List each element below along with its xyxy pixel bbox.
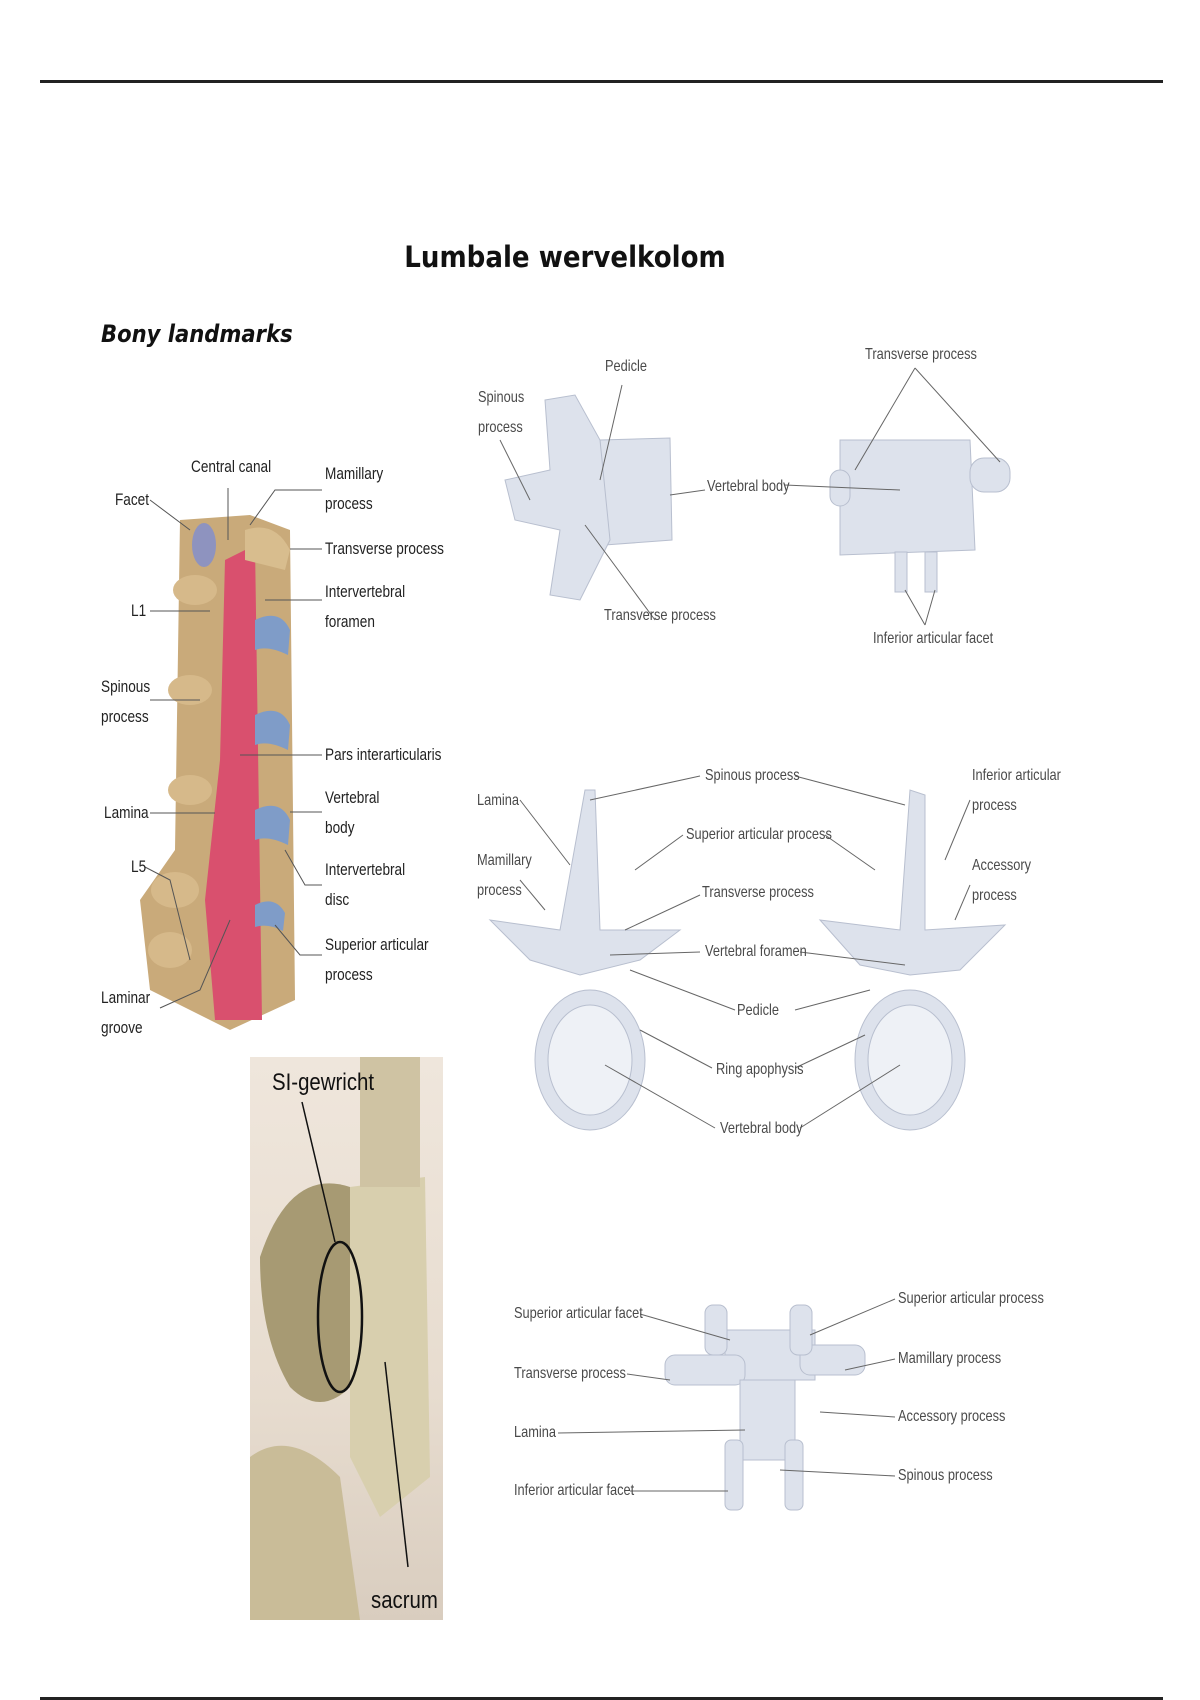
label-inferior-articular-facet: Inferior articular facet bbox=[873, 630, 994, 647]
header-rule bbox=[40, 80, 1163, 83]
label-inferior-articular-facet: Inferior articular facet bbox=[514, 1482, 635, 1499]
label-superior-articular-process: Superior articular process bbox=[686, 826, 832, 843]
label-transverse-process: Transverse process bbox=[514, 1365, 626, 1382]
label-inferior-articular-process: Inferior articular process bbox=[972, 767, 1061, 814]
label-accessory-process: Accessory process bbox=[972, 857, 1032, 904]
label-ring-apophysis: Ring apophysis bbox=[716, 1061, 804, 1078]
label-laminar-groove: Laminar groove bbox=[101, 988, 151, 1037]
label-central-canal: Central canal bbox=[191, 457, 272, 476]
pelvis-drawing bbox=[250, 1057, 430, 1620]
label-accessory-process: Accessory process bbox=[898, 1408, 1006, 1425]
si-joint-illustration: SI-gewricht sacrum bbox=[250, 1057, 443, 1620]
label-l5: L5 bbox=[131, 857, 147, 876]
label-transverse-process: Transverse process bbox=[325, 539, 444, 558]
label-mamillary-process: Mamillary process bbox=[477, 852, 532, 899]
superior-vertebra-illustration bbox=[488, 789, 1007, 1131]
label-lamina: Lamina bbox=[104, 803, 149, 822]
label-spinous-process: Spinous process bbox=[478, 389, 525, 436]
label-intervertebral-disc: Intervertebral disc bbox=[325, 860, 406, 909]
label-vertebral-body: Vertebral body bbox=[325, 788, 380, 837]
section-subtitle: Bony landmarks bbox=[101, 320, 293, 348]
label-transverse-process: Transverse process bbox=[604, 607, 716, 624]
label-pars-interarticularis: Pars interarticularis bbox=[325, 745, 442, 764]
label-spinous-process: Spinous process bbox=[705, 767, 800, 784]
label-spinous-process: Spinous process bbox=[101, 677, 151, 726]
si-joint-label: SI-gewricht bbox=[272, 1069, 375, 1096]
label-pedicle: Pedicle bbox=[605, 358, 647, 375]
label-vertebral-body: Vertebral body bbox=[707, 478, 790, 495]
label-mamillary-process: Mamillary process bbox=[325, 464, 384, 513]
label-facet: Facet bbox=[115, 490, 150, 509]
label-transverse-process: Transverse process bbox=[702, 884, 814, 901]
label-superior-articular-process: Superior articular process bbox=[325, 935, 429, 984]
label-lamina: Lamina bbox=[514, 1424, 556, 1441]
footer-rule bbox=[40, 1697, 1163, 1700]
label-mamillary-process: Mamillary process bbox=[898, 1350, 1002, 1367]
posterior-vertebra-illustration bbox=[664, 1304, 866, 1511]
label-pedicle: Pedicle bbox=[737, 1002, 779, 1019]
label-spinous-process: Spinous process bbox=[898, 1467, 993, 1484]
label-superior-articular-process: Superior articular process bbox=[898, 1290, 1044, 1307]
label-lamina: Lamina bbox=[477, 792, 519, 809]
label-superior-articular-facet: Superior articular facet bbox=[514, 1305, 643, 1322]
lumbar-spine-illustration bbox=[140, 488, 322, 1030]
label-l1: L1 bbox=[131, 601, 147, 620]
sacrum-label: sacrum bbox=[371, 1587, 438, 1614]
label-vertebral-foramen: Vertebral foramen bbox=[705, 943, 807, 960]
label-intervertebral-foramen: Intervertebral foramen bbox=[325, 582, 406, 631]
lateral-vertebra-illustration bbox=[504, 394, 1011, 601]
label-transverse-process: Transverse process bbox=[865, 346, 977, 363]
label-vertebral-body: Vertebral body bbox=[720, 1120, 803, 1137]
page-title: Lumbale wervelkolom bbox=[404, 240, 726, 274]
